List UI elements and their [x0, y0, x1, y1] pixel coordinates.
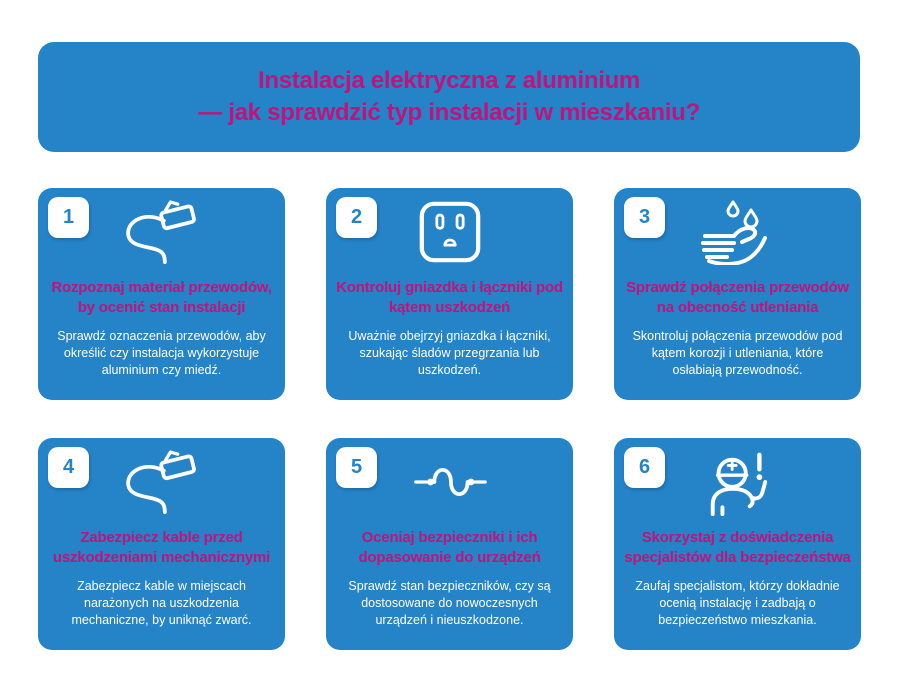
cable-plug-icon [125, 450, 196, 514]
step-number-badge: 3 [624, 197, 665, 238]
page-title-line1: Instalacja elektryczna z aluminium [258, 67, 640, 94]
step-number: 1 [62, 206, 75, 228]
step-title: Rozpoznaj materiał przewodów, by ocenić … [51, 279, 272, 316]
icon-row [326, 446, 573, 518]
step-description: Uważnie obejrzyj gniazdka i łączniki, sz… [348, 329, 551, 377]
step-card-1: 1 Rozpoznaj materiał przewodów, by oceni… [38, 188, 294, 409]
step-title: Skorzystaj z doświadczenia specjalistów … [624, 529, 851, 566]
step-title: Kontroluj gniazdka i łączniki pod kątem … [336, 279, 563, 316]
step-number: 6 [638, 456, 651, 478]
icon-row [326, 196, 573, 268]
hand-water-drops-icon [700, 200, 767, 265]
step-number-badge: 6 [624, 447, 665, 488]
step-number: 5 [350, 456, 363, 478]
step-number: 3 [638, 206, 651, 228]
icon-row [614, 446, 861, 518]
page-title-line2: — jak sprawdzić typ instalacji w mieszka… [198, 99, 700, 126]
step-description: Sprawdź stan bezpieczników, czy są dosto… [348, 579, 551, 627]
step-card-2: 2 Kontroluj gniazdka i łączniki pod kąte… [326, 188, 582, 409]
step-number-badge: 5 [336, 447, 377, 488]
step-card-5: 5 Oceniaj bezpieczniki i ich dopasowanie… [326, 438, 582, 659]
step-description: Zabezpiecz kable w miejscach narażonych … [71, 579, 252, 627]
step-description: Skontroluj połączenia przewodów pod kąte… [632, 329, 843, 377]
step-card-3: 3 Sprawdź połączenia przewodów na obecno… [614, 188, 870, 409]
steps-grid: 1 Rozpoznaj materiał przewodów, by oceni… [38, 188, 870, 659]
step-number-badge: 1 [48, 197, 89, 238]
step-number: 4 [62, 456, 75, 478]
step-title: Sprawdź połączenia przewodów na obecność… [626, 279, 849, 316]
step-number-badge: 2 [336, 197, 377, 238]
fuse-wire-wave-icon [413, 468, 487, 496]
cable-plug-icon [125, 200, 196, 264]
step-card-6: 6 Skorzystaj z doświadczenia specjalistó… [614, 438, 870, 659]
outlet-icon [419, 201, 480, 263]
icon-row [38, 446, 285, 518]
step-number: 2 [350, 206, 363, 228]
icon-row [38, 196, 285, 268]
icon-row [614, 196, 861, 268]
step-number-badge: 4 [48, 447, 89, 488]
step-description: Zaufaj specjalistom, którzy dokładnie oc… [635, 579, 840, 627]
specialist-helmet-icon [710, 452, 767, 517]
step-title: Zabezpiecz kable przed uszkodzeniami mec… [52, 529, 271, 566]
header-banner: Instalacja elektryczna z aluminium — jak… [38, 42, 869, 161]
step-description: Sprawdź oznaczenia przewodów, aby określ… [57, 329, 266, 377]
step-card-4: 4 Zabezpiecz kable przed uszkodzeniami m… [38, 438, 294, 659]
step-title: Oceniaj bezpieczniki i ich dopasowanie d… [358, 529, 541, 566]
